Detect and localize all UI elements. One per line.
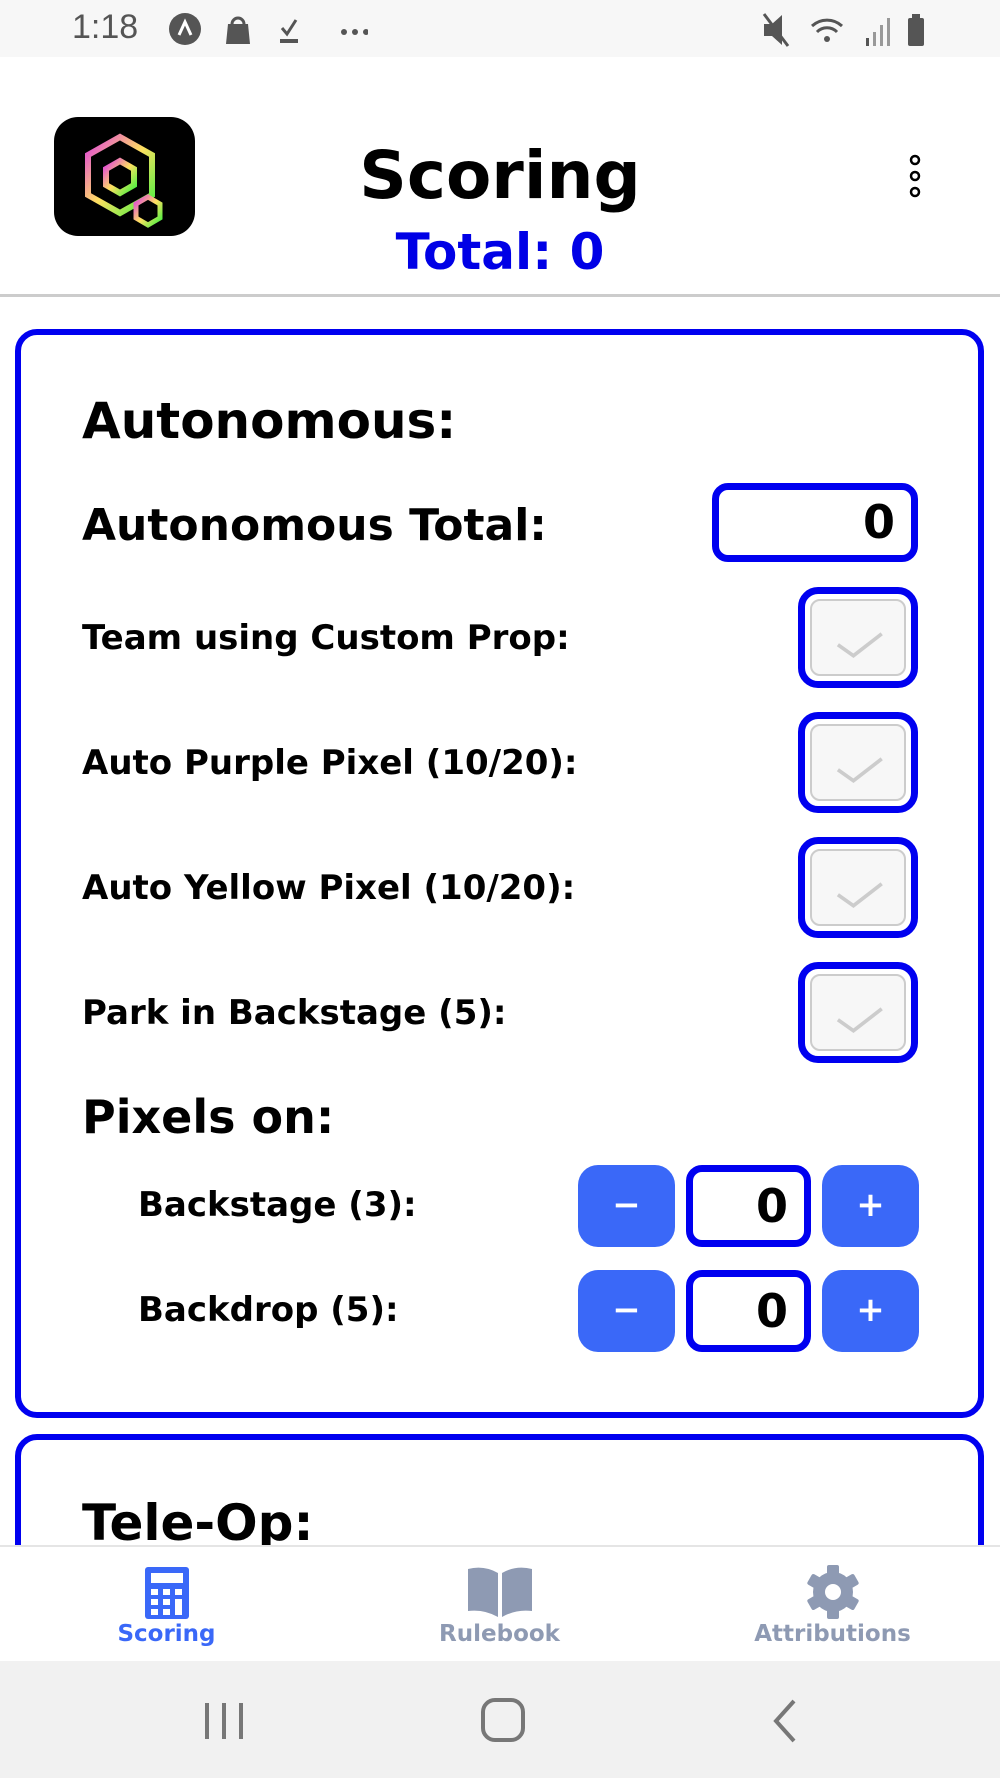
bottom-tab-bar: Scoring Rulebook Attributions	[0, 1545, 1000, 1661]
calculator-icon	[145, 1567, 189, 1619]
tab-label: Scoring	[117, 1621, 216, 1647]
total-score: Total: 0	[395, 223, 605, 281]
backdrop-increment-button[interactable]: +	[822, 1270, 919, 1352]
tab-attributions[interactable]: Attributions	[666, 1547, 999, 1663]
backdrop-value[interactable]: 0	[686, 1270, 811, 1352]
backstage-increment-button[interactable]: +	[822, 1165, 919, 1247]
counter-label: Backstage (3):	[138, 1185, 417, 1225]
checkbox-label: Park in Backstage (5):	[82, 993, 507, 1033]
tab-rulebook[interactable]: Rulebook	[333, 1547, 666, 1663]
counter-label: Backdrop (5):	[138, 1290, 399, 1330]
page-title: Scoring	[359, 137, 641, 214]
auto-purple-pixel-checkbox[interactable]	[798, 712, 918, 813]
backstage-value[interactable]: 0	[686, 1165, 811, 1247]
tab-label: Attributions	[754, 1621, 911, 1647]
check-icon	[836, 757, 883, 784]
check-icon	[836, 882, 883, 909]
checkbox-label: Team using Custom Prop:	[82, 618, 570, 658]
notification-icons	[169, 13, 368, 45]
backdrop-decrement-button[interactable]: −	[578, 1270, 675, 1352]
system-nav-bar	[0, 1661, 1000, 1778]
recent-apps-icon[interactable]	[203, 1701, 245, 1741]
check-icon	[836, 632, 883, 659]
book-icon	[468, 1567, 532, 1617]
home-icon[interactable]	[480, 1697, 526, 1743]
status-time: 1:18	[72, 8, 139, 46]
pixels-on-heading: Pixels on:	[82, 1090, 335, 1144]
tab-label: Rulebook	[439, 1621, 560, 1647]
check-icon	[836, 1007, 883, 1034]
autonomous-total-value: 0	[712, 483, 918, 562]
gear-icon	[807, 1565, 859, 1619]
autonomous-heading: Autonomous:	[82, 392, 457, 450]
custom-prop-checkbox[interactable]	[798, 587, 918, 688]
app-header: Scoring Total: 0	[0, 57, 1000, 297]
park-backstage-checkbox[interactable]	[798, 962, 918, 1063]
checkbox-label: Auto Yellow Pixel (10/20):	[82, 868, 576, 908]
checkbox-label: Auto Purple Pixel (10/20):	[82, 743, 578, 783]
autonomous-total-label: Autonomous Total:	[82, 500, 547, 551]
backstage-decrement-button[interactable]: −	[578, 1165, 675, 1247]
system-icons	[762, 13, 924, 47]
back-icon[interactable]	[770, 1699, 800, 1743]
status-bar: 1:18	[0, 0, 1000, 57]
tab-scoring[interactable]: Scoring	[0, 1547, 333, 1663]
more-options-icon[interactable]	[900, 152, 930, 202]
auto-yellow-pixel-checkbox[interactable]	[798, 837, 918, 938]
app-logo	[54, 117, 195, 236]
teleop-heading: Tele-Op:	[82, 1494, 314, 1552]
